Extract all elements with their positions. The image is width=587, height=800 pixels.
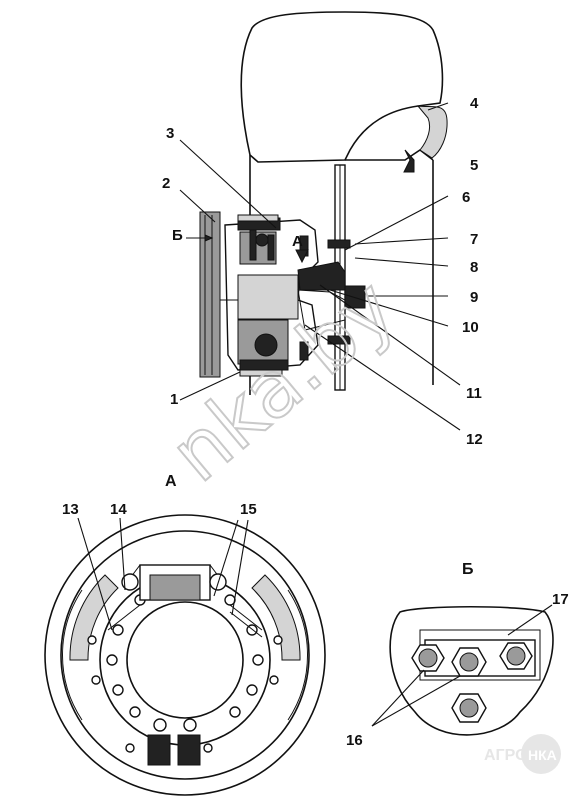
callout-10: 10: [462, 319, 479, 336]
bolt-center: [451, 647, 487, 677]
brake-assembly: [199, 211, 366, 378]
callout-16: 16: [346, 732, 363, 749]
callout-15: 15: [240, 501, 257, 518]
callout-1: 1: [170, 391, 178, 408]
view-b-title: Б: [462, 561, 474, 578]
callout-3: 3: [166, 125, 174, 142]
callout-5: 5: [470, 157, 478, 174]
logo-text-right: НКА: [528, 747, 557, 763]
callout-4: 4: [470, 95, 479, 112]
callout-8: 8: [470, 259, 478, 276]
view-a-label: А: [292, 233, 303, 250]
agronka-logo: АГРО НКА: [484, 734, 561, 774]
bolt-bottom: [451, 693, 487, 723]
leader-lines-view-a: [77, 517, 249, 631]
callout-6: 6: [462, 189, 470, 206]
bolt-left: [411, 644, 445, 672]
brake-drum-view-a: [44, 514, 326, 796]
callout-2: 2: [162, 175, 170, 192]
callout-7: 7: [470, 231, 478, 248]
tire-section: [240, 11, 448, 395]
callout-17: 17: [552, 591, 569, 608]
bolt-right: [499, 642, 533, 670]
logo-text-left: АГРО: [484, 747, 528, 764]
leader-lines-top: [179, 102, 461, 431]
callout-14: 14: [110, 501, 127, 518]
view-marker-b: Б: [172, 227, 214, 244]
view-b-label: Б: [172, 227, 183, 244]
callout-11: 11: [466, 385, 482, 402]
callout-12: 12: [466, 431, 483, 448]
flange-bolts: [87, 594, 283, 753]
view-a-title: А: [165, 473, 177, 490]
return-springs: [147, 718, 201, 766]
leader-lines-view-b: [371, 604, 553, 727]
callout-13: 13: [62, 501, 79, 518]
view-marker-a: А: [292, 233, 309, 264]
callout-9: 9: [470, 289, 478, 306]
adjuster-view-b: [389, 605, 554, 736]
